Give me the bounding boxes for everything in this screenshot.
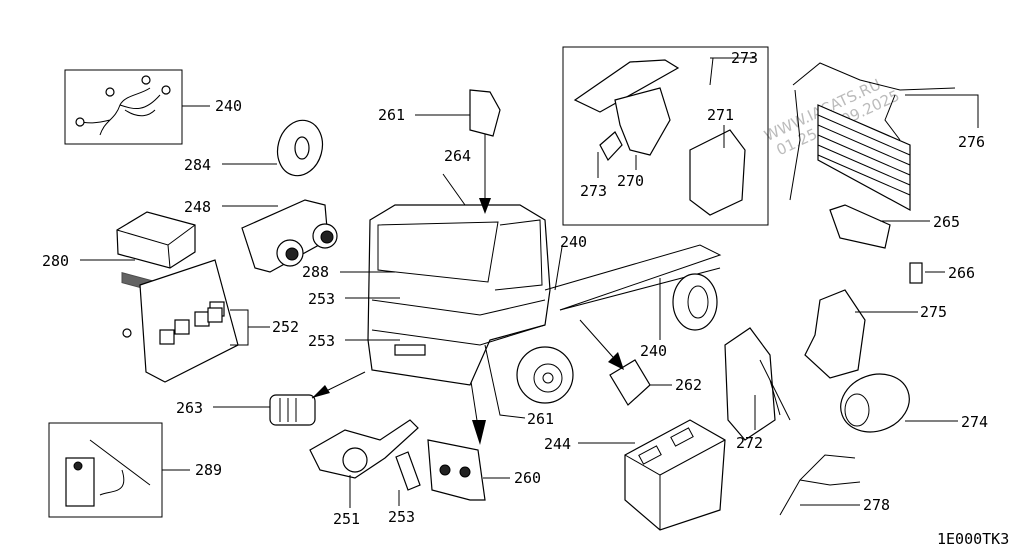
- leader-264: [442, 173, 466, 206]
- label-260-headlamp: 260: [514, 469, 541, 487]
- label-251-stalk-switch: 251: [333, 510, 360, 528]
- leader-261-b: [484, 344, 526, 419]
- label-272: 272: [736, 434, 763, 452]
- part-274-compressor[interactable]: [833, 365, 958, 442]
- part-251-stalk-switch[interactable]: [309, 419, 419, 508]
- label-284-speaker: 284: [184, 156, 211, 174]
- label-273-upper: 273: [731, 49, 758, 67]
- label-266: 266: [948, 264, 975, 282]
- label-270-heater: 270: [617, 172, 644, 190]
- label-262-rear-lamp: 262: [675, 376, 702, 394]
- part-260-headlamp[interactable]: [427, 374, 510, 501]
- leader-240-b: [554, 246, 563, 291]
- label-261-lower: 261: [527, 410, 554, 428]
- label-271-blower: 271: [707, 106, 734, 124]
- label-261-upper: 261: [378, 106, 405, 124]
- part-248-control-panel[interactable]: [222, 199, 338, 273]
- label-275: 275: [920, 303, 947, 321]
- label-263-side-lamp: 263: [176, 399, 203, 417]
- label-244-battery: 244: [544, 435, 571, 453]
- part-253-bulb[interactable]: [395, 451, 421, 506]
- label-253-grille: 253: [308, 290, 335, 308]
- part-244-battery[interactable]: [578, 419, 726, 531]
- label-289-module: 289: [195, 461, 222, 479]
- part-hvac-group[interactable]: [562, 46, 769, 226]
- label-240-cab: 240: [560, 233, 587, 251]
- part-266-clip[interactable]: [909, 262, 945, 284]
- part-275-bracket[interactable]: [804, 289, 918, 379]
- part-263-side-lamp[interactable]: [213, 371, 366, 426]
- part-280-radio[interactable]: [80, 211, 196, 295]
- part-272-bracket[interactable]: [724, 327, 791, 441]
- label-288: 288: [302, 263, 329, 281]
- label-253-front: 253: [308, 332, 335, 350]
- label-274-compressor: 274: [961, 413, 988, 431]
- part-262-rear-lamp[interactable]: [579, 319, 672, 406]
- label-253-bulb: 253: [388, 508, 415, 526]
- part-278-hose[interactable]: [779, 454, 861, 516]
- label-276-condenser: 276: [958, 133, 985, 151]
- label-264-cab: 264: [444, 147, 471, 165]
- part-276-condenser[interactable]: [789, 62, 979, 212]
- part-261-lamp[interactable]: [415, 89, 501, 137]
- part-289-module[interactable]: [48, 422, 190, 518]
- label-278-hose: 278: [863, 496, 890, 514]
- diagram-code: 1E000TK3: [937, 530, 1009, 548]
- part-265-dryer[interactable]: [829, 204, 930, 249]
- truck-chassis-cab: [367, 118, 722, 404]
- label-252-relay-box: 252: [272, 318, 299, 336]
- label-265: 265: [933, 213, 960, 231]
- label-273-lower: 273: [580, 182, 607, 200]
- label-280-radio: 280: [42, 252, 69, 270]
- part-252-relay-box[interactable]: [122, 259, 270, 383]
- part-284-speaker[interactable]: [222, 115, 328, 180]
- label-240-chassis: 240: [640, 342, 667, 360]
- label-240-harness: 240: [215, 97, 242, 115]
- part-240-harness[interactable]: [64, 69, 210, 145]
- label-248-control-panel: 248: [184, 198, 211, 216]
